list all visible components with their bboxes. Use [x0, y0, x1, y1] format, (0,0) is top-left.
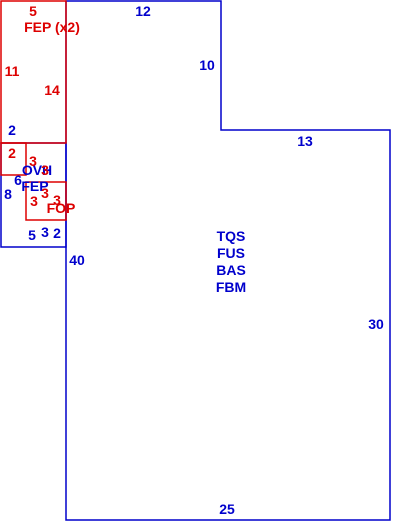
- lower-porch-outline: [0, 142, 27, 176]
- label-small-porch: FOP: [47, 200, 76, 216]
- label-upper-porch: FEP (x2): [24, 19, 80, 35]
- dim-lower-porch-e: 3: [53, 192, 61, 208]
- dim-main-right: 30: [368, 316, 384, 332]
- dim-lower-porch-d: 3: [30, 193, 38, 209]
- main-building-outline: [65, 0, 391, 521]
- code-main-3: BAS: [216, 262, 246, 278]
- upper-porch-outline: [0, 0, 67, 144]
- dim-upper-porch-top: 5: [29, 3, 37, 19]
- dim-left-wing-left-lower: 8: [4, 186, 12, 202]
- dim-lower-porch-left: 2: [8, 145, 16, 161]
- dim-left-wing-inner: 6: [14, 172, 22, 188]
- dim-left-wing-bottom-b: 3: [41, 224, 49, 240]
- dim-left-wing-bottom-c: 2: [53, 225, 61, 241]
- dim-lower-porch-c: 3: [41, 185, 49, 201]
- dim-upper-porch-right: 14: [44, 82, 60, 98]
- code-left-wing-2: FEP: [21, 178, 48, 194]
- dim-main-step-top: 13: [297, 133, 313, 149]
- dim-upper-porch-left: 11: [5, 63, 20, 79]
- code-left-wing-1: OVH: [22, 162, 52, 178]
- dim-left-wing-left: 2: [8, 122, 16, 138]
- code-main-2: FUS: [217, 245, 245, 261]
- dim-lower-porch-a: 3: [29, 153, 37, 169]
- small-porch-outline: [25, 181, 67, 221]
- dim-main-step-side: 10: [199, 57, 215, 73]
- dim-main-left: 40: [69, 252, 85, 268]
- dim-lower-porch-b: 3: [41, 162, 49, 178]
- dim-left-wing-bottom-a: 5: [28, 227, 36, 243]
- dim-main-bottom: 25: [219, 501, 235, 517]
- dim-main-top: 12: [135, 3, 151, 19]
- code-main-4: FBM: [216, 279, 246, 295]
- code-main-1: TQS: [217, 228, 246, 244]
